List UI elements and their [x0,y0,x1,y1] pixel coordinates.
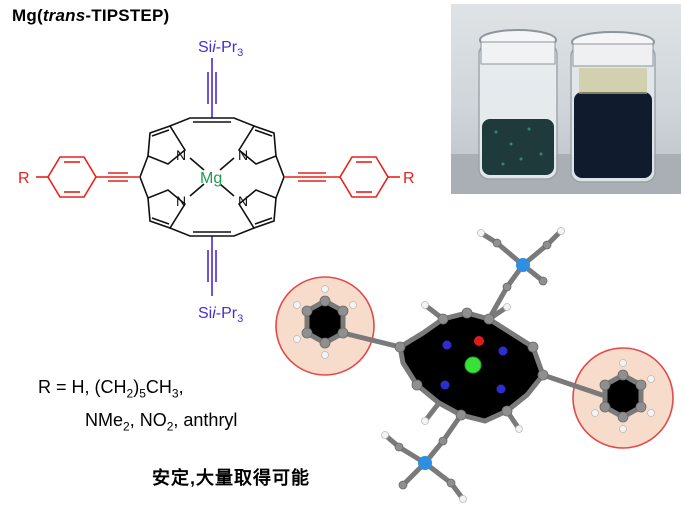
magnesium-label: Mg [200,170,222,187]
vials-illustration [451,29,681,194]
crystal-structure-model [275,227,674,503]
right-r-label: R [403,170,415,187]
left-r-label: R [18,170,30,187]
stability-note: 安定,大量取得可能 [152,468,311,488]
top-silyl-label: Sii-Pr3 [198,39,243,59]
svg-text:N: N [238,147,248,163]
compound-title: Mg(trans-TIPSTEP) [12,6,169,26]
title-prefix: Mg( [12,6,43,25]
right-aryl-group [284,156,400,198]
bottom-alkyne [207,236,217,296]
svg-text:N: N [176,147,186,163]
bottom-silyl-label: Sii-Pr3 [198,305,243,325]
svg-text:N: N [176,193,186,209]
title-suffix: -TIPSTEP) [85,6,170,25]
r-definition-line2: NMe2, NO2, anthryl [85,409,238,434]
r-definition-line1: R = H, (CH2)5CH3, [38,377,184,401]
title-italic: trans [42,6,86,25]
vials-photo [451,4,681,194]
top-alkyne [207,58,217,118]
nitrogen-labels: N N N N [176,147,248,209]
svg-text:N: N [238,193,248,209]
r-definition: R = H, (CH2)5CH3, NMe2, NO2, anthryl [38,374,237,439]
porphyrin-structure-diagram: Sii-Pr3 Sii-Pr3 [18,39,415,325]
right-vial [570,31,656,183]
model-atoms [293,227,655,503]
left-vial [478,29,558,180]
left-aryl-group [36,156,140,198]
